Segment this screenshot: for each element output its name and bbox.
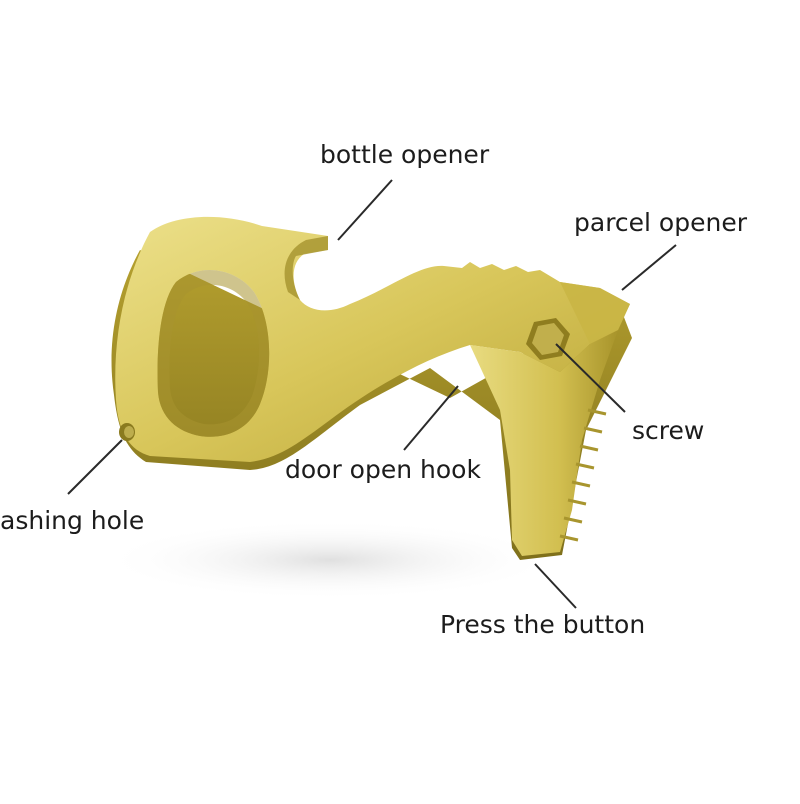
door-hook-lever [470, 282, 630, 556]
screw-hole [526, 318, 570, 360]
floor-shadow [100, 520, 560, 600]
label-press-the-button: Press the button [440, 610, 646, 639]
label-screw: screw [632, 416, 705, 445]
tool-side [111, 250, 633, 560]
label-parcel-opener: parcel opener [574, 208, 747, 237]
leader-lines [67, 179, 677, 609]
leader-screw [555, 343, 626, 413]
leader-door-hook [403, 385, 459, 451]
leader-lashing-hole [67, 439, 123, 495]
grip-teeth [559, 408, 607, 542]
leader-bottle-opener [337, 179, 393, 241]
lashing-hole [119, 423, 135, 441]
label-bottle-opener: bottle opener [320, 140, 490, 169]
tool-body [115, 216, 631, 462]
leader-parcel-opener [621, 244, 677, 291]
label-door-open-hook: door open hook [285, 455, 481, 484]
label-lashing-hole: ashing hole [0, 506, 145, 535]
leader-press-button [534, 563, 577, 609]
